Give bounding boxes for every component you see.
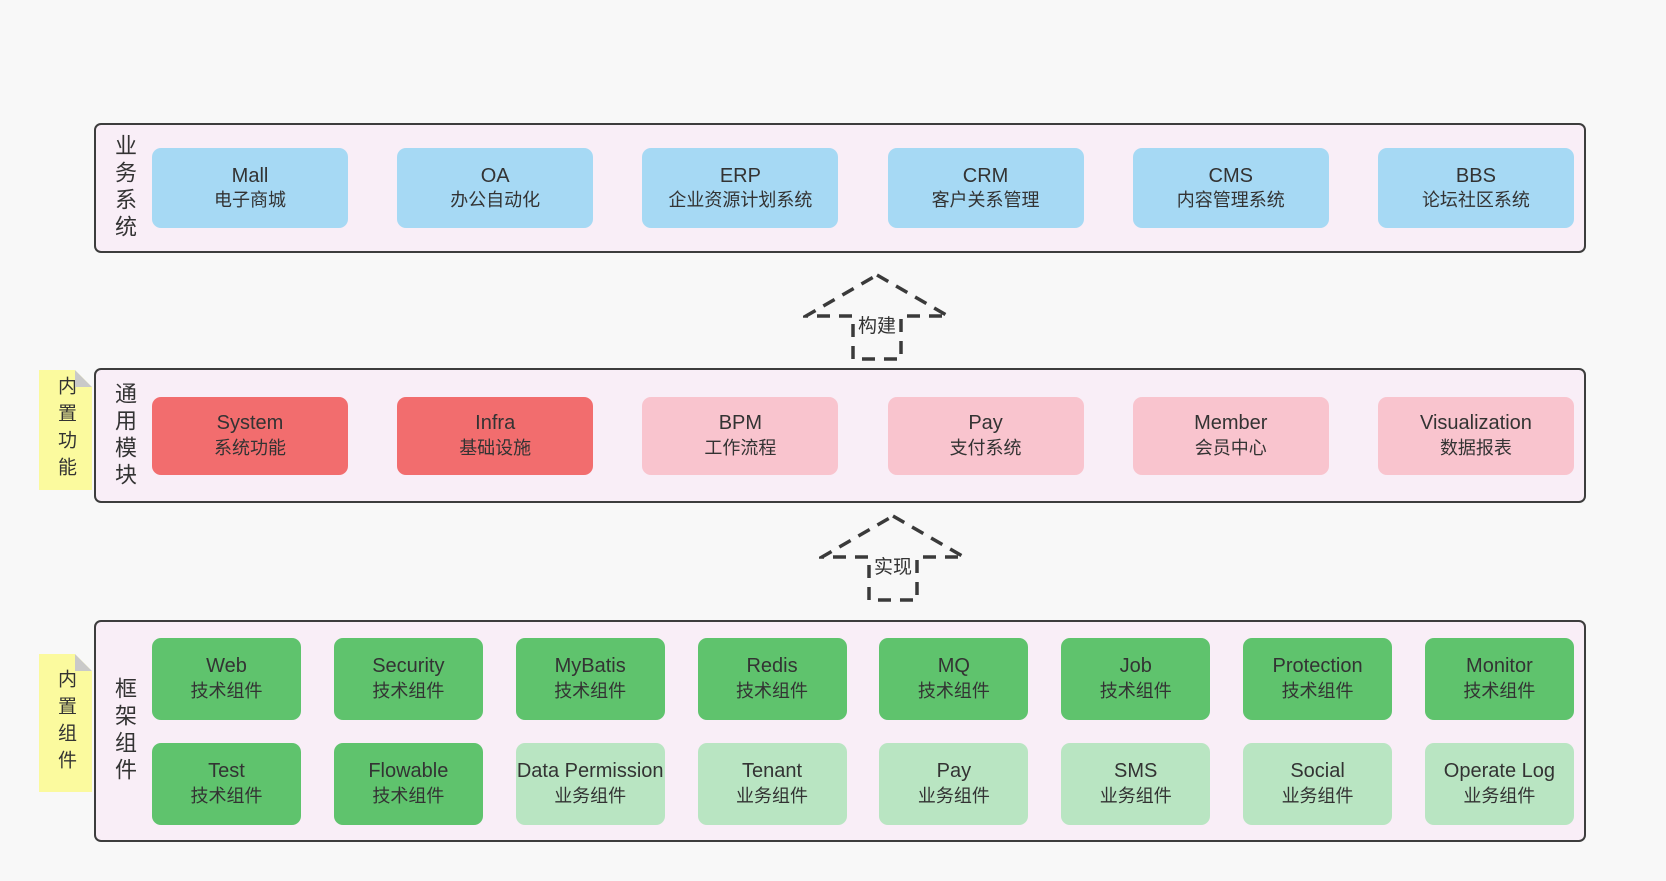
box-mq: MQ 技术组件 — [879, 637, 1029, 720]
framework-boxes: Web 技术组件 Security 技术组件 MyBatis 技术组件 Redi… — [152, 637, 1584, 825]
layer-common-modules: 通用模块 System 系统功能 Infra 基础设施 BPM 工作流程 Pay… — [94, 368, 1586, 503]
box-mall: Mall 电子商城 — [152, 148, 348, 228]
box-oa: OA 办公自动化 — [397, 148, 594, 228]
layer-label-wrap: 通用模块 — [96, 370, 152, 501]
layer-label-wrap: 业务系统 — [96, 125, 152, 251]
note-built-in-components-label: 内置组件 — [55, 669, 76, 777]
framework-row-1: Web 技术组件 Security 技术组件 MyBatis 技术组件 Redi… — [152, 637, 1574, 720]
box-sms: SMS 业务组件 — [1061, 742, 1211, 825]
box-cms: CMS 内容管理系统 — [1132, 148, 1329, 228]
box-test: Test 技术组件 — [152, 742, 301, 825]
box-web: Web 技术组件 — [152, 637, 301, 720]
box-tenant: Tenant 业务组件 — [697, 742, 847, 825]
box-pay: Pay 支付系统 — [887, 396, 1084, 475]
layer-framework-label: 框架组件 — [112, 677, 137, 785]
box-member: Member 会员中心 — [1132, 396, 1329, 475]
implement-arrow-label: 实现 — [871, 552, 915, 579]
box-crm: CRM 客户关系管理 — [887, 148, 1084, 228]
box-bpm: BPM 工作流程 — [642, 396, 839, 475]
layer-framework-components: 框架组件 Web 技术组件 Security 技术组件 MyBatis 技术组件… — [94, 620, 1586, 842]
implement-arrow-icon: 实现 — [819, 512, 967, 604]
box-infra: Infra 基础设施 — [397, 396, 594, 475]
box-protection: Protection 技术组件 — [1243, 637, 1393, 720]
box-data-permission: Data Permission 业务组件 — [515, 742, 665, 825]
layer-business-systems: 业务系统 Mall 电子商城 OA 办公自动化 ERP 企业资源计划系统 CRM… — [94, 123, 1586, 253]
box-mybatis: MyBatis 技术组件 — [515, 637, 665, 720]
note-built-in-components: 内置组件 — [39, 654, 92, 792]
framework-row-2: Test 技术组件 Flowable 技术组件 Data Permission … — [152, 742, 1574, 825]
layer-label-wrap: 框架组件 — [96, 622, 152, 840]
box-flowable: Flowable 技术组件 — [333, 742, 483, 825]
box-system: System 系统功能 — [152, 396, 348, 475]
box-operate-log: Operate Log 业务组件 — [1424, 742, 1574, 825]
module-boxes: System 系统功能 Infra 基础设施 BPM 工作流程 Pay 支付系统… — [152, 396, 1584, 475]
box-redis: Redis 技术组件 — [697, 637, 847, 720]
box-bbs: BBS 论坛社区系统 — [1377, 148, 1574, 228]
note-built-in-features: 内置功能 — [39, 370, 92, 490]
box-social: Social 业务组件 — [1243, 742, 1393, 825]
box-erp: ERP 企业资源计划系统 — [642, 148, 839, 228]
business-boxes: Mall 电子商城 OA 办公自动化 ERP 企业资源计划系统 CRM 客户关系… — [152, 148, 1584, 228]
box-job: Job 技术组件 — [1061, 637, 1211, 720]
layer-business-label: 业务系统 — [112, 134, 137, 242]
layer-modules-label: 通用模块 — [112, 381, 137, 490]
box-visualization: Visualization 数据报表 — [1377, 396, 1574, 475]
box-monitor: Monitor 技术组件 — [1424, 637, 1574, 720]
build-arrow-icon: 构建 — [803, 271, 951, 363]
box-security: Security 技术组件 — [333, 637, 483, 720]
build-arrow-label: 构建 — [855, 311, 899, 338]
note-built-in-features-label: 内置功能 — [55, 376, 76, 484]
box-pay-biz: Pay 业务组件 — [879, 742, 1029, 825]
